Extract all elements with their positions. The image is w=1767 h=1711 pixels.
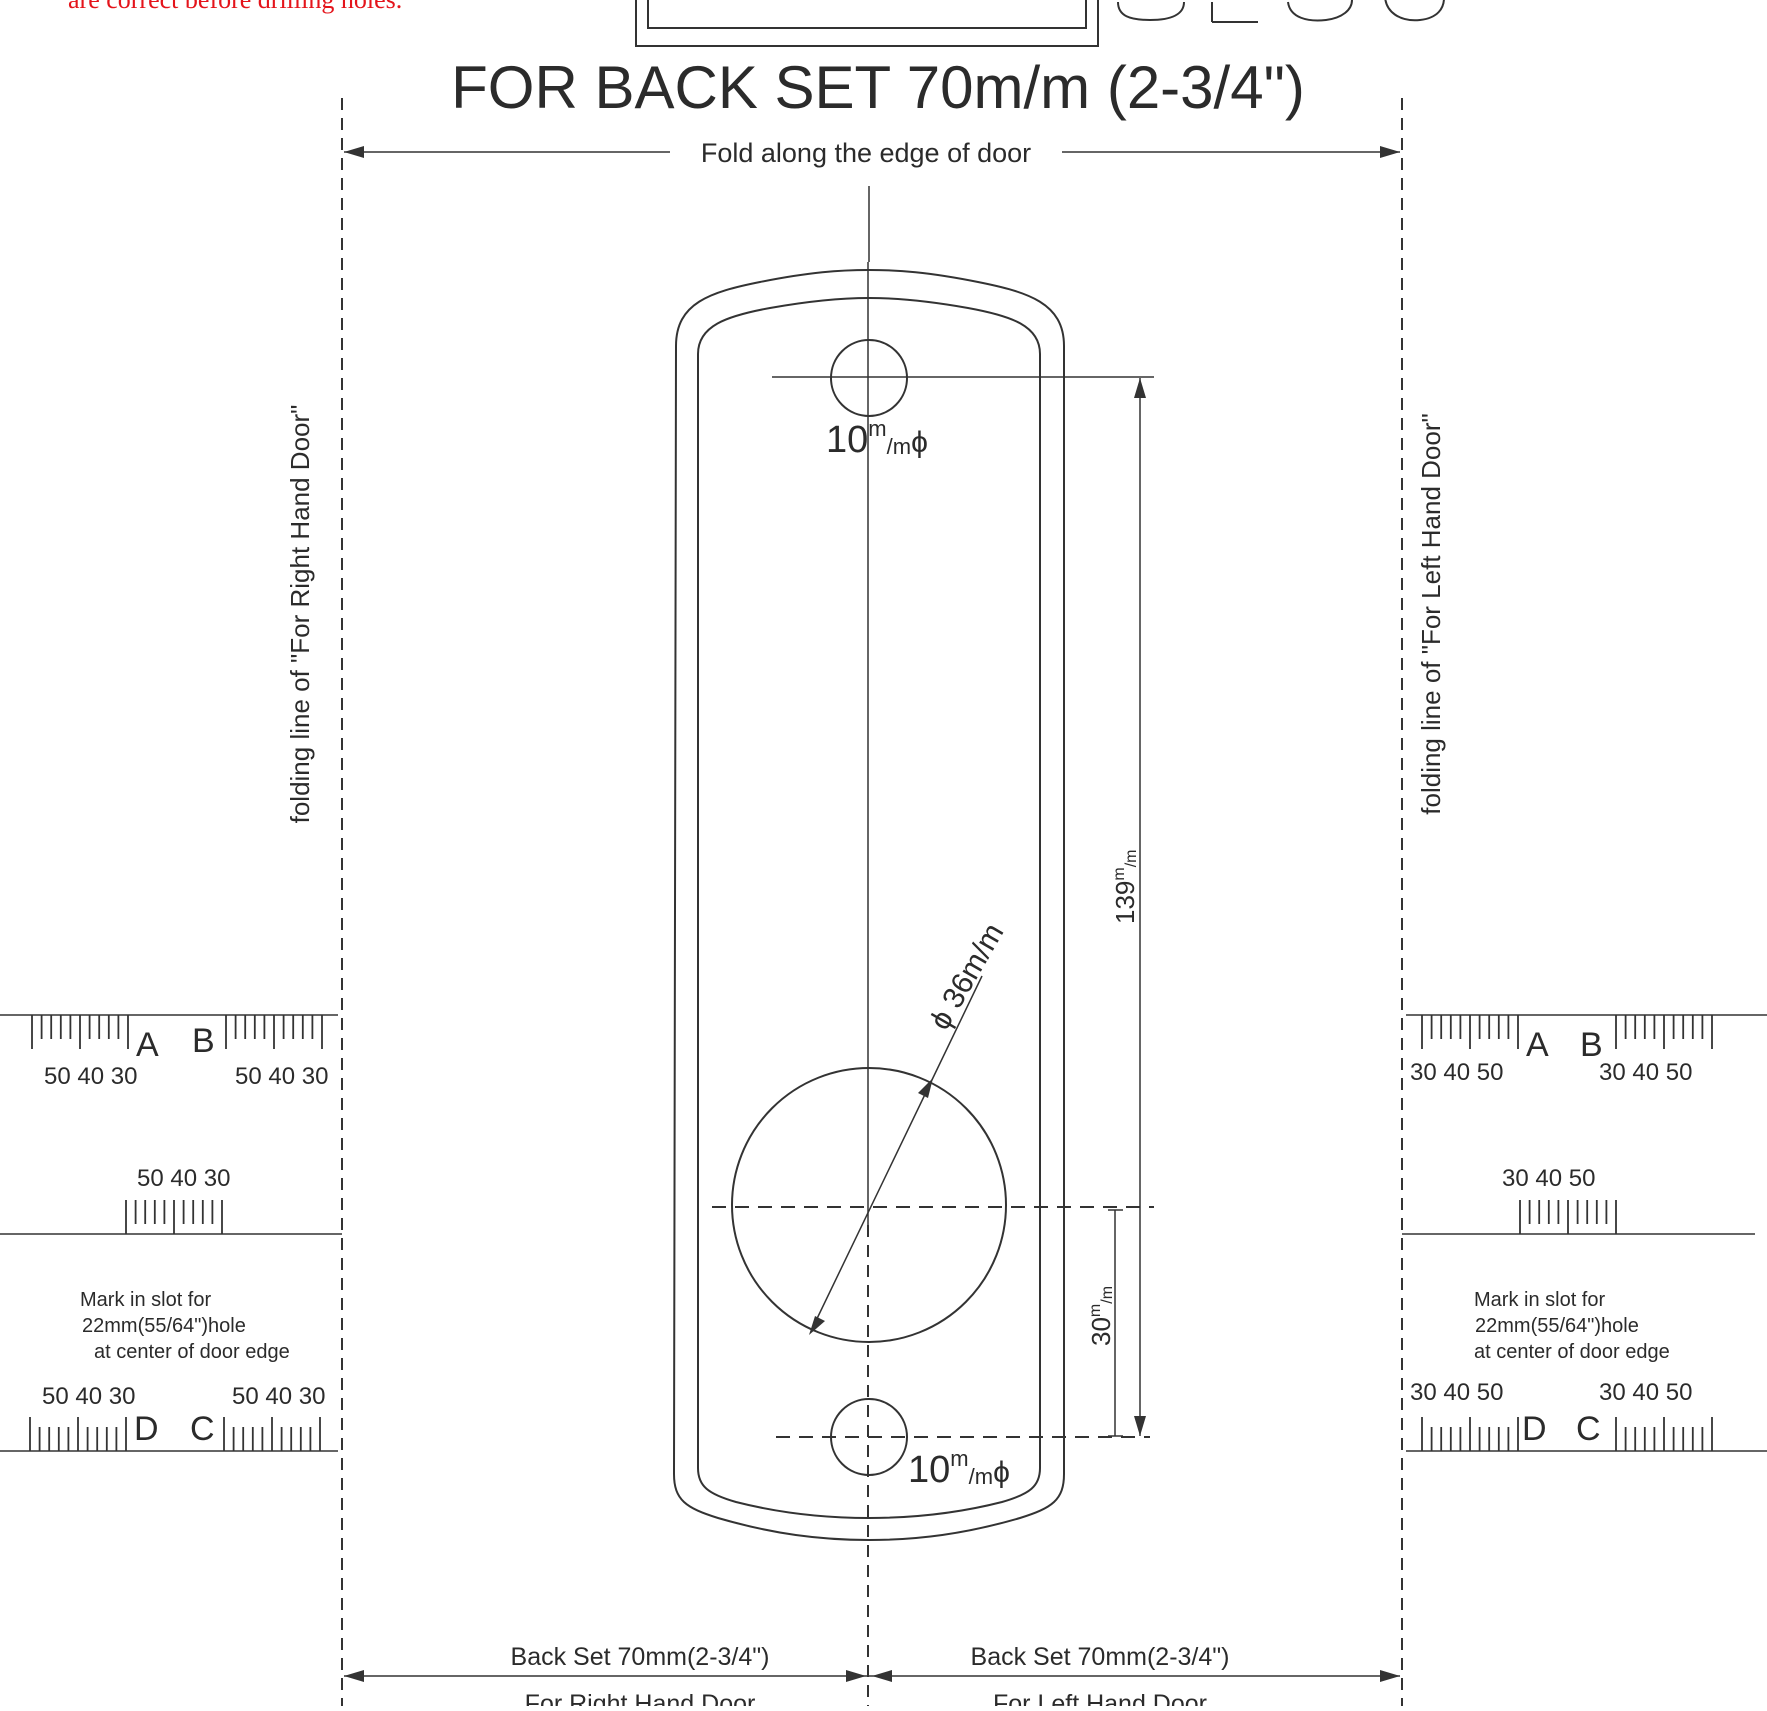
left-mark-line3: at center of door edge [94, 1341, 290, 1363]
top-hole-value: 10 [826, 419, 868, 461]
right-dc-right-nums: 30 40 50 [1599, 1379, 1692, 1406]
header-logo-box [635, 0, 1099, 47]
dimension-30-sup: m [1087, 1304, 1104, 1317]
top-hole-sup: m [868, 416, 886, 441]
left-center-nums: 50 40 30 [137, 1165, 230, 1192]
fold-edge-label: Fold along the edge of door [701, 138, 1031, 168]
left-dc-ticks-d [29, 1417, 127, 1451]
dimension-30-value: 30 [1086, 1317, 1116, 1346]
dimension-139-label: 139m/m [1110, 850, 1140, 925]
backset-dimension-line [344, 1670, 1400, 1682]
left-ab-ticks-a [31, 1015, 129, 1049]
left-scale: A B 50 40 30 50 40 30 50 40 30 Mark in s… [0, 1014, 338, 1452]
left-letter-c: C [190, 1410, 215, 1448]
top-hole-sub: /m [887, 434, 911, 459]
big-hole-diameter-arrow [809, 975, 983, 1335]
left-mark-line2: 22mm(55/64")hole [82, 1315, 246, 1337]
left-mark-line1: Mark in slot for [80, 1289, 211, 1311]
left-dc-right-nums: 50 40 30 [232, 1383, 325, 1410]
door-right-label: For Left Hand Door [993, 1690, 1207, 1706]
right-fold-label: folding line of "For Left Hand Door" [1416, 413, 1446, 814]
plate-outer-outline [672, 268, 1065, 1542]
left-fold-label: folding line of "For Right Hand Door" [285, 405, 315, 824]
right-mark-line1: Mark in slot for [1474, 1289, 1605, 1311]
bottom-hole-value: 10 [908, 1449, 950, 1491]
right-ab-ticks-b [1615, 1015, 1713, 1049]
right-dc-ticks-d [1421, 1417, 1519, 1451]
left-letter-b: B [192, 1022, 215, 1060]
right-mark-line3: at center of door edge [1474, 1341, 1670, 1363]
big-hole-circle [731, 1067, 1007, 1343]
top-hole-symbol: ϕ [911, 426, 928, 459]
left-ab-ticks-b [225, 1015, 323, 1049]
right-center-nums: 30 40 50 [1502, 1165, 1595, 1192]
header-model-fragment [1117, 0, 1445, 23]
right-ab-ticks-a [1421, 1015, 1519, 1049]
left-center-ticks [125, 1200, 223, 1234]
right-dc-ticks-c [1615, 1417, 1713, 1451]
top-hole-circle [830, 339, 908, 417]
left-letter-d: D [134, 1410, 159, 1448]
right-ab-left-nums: 30 40 50 [1410, 1059, 1503, 1086]
right-letter-c: C [1576, 1410, 1601, 1448]
right-letter-a: A [1526, 1026, 1549, 1064]
right-ab-right-nums: 30 40 50 [1599, 1059, 1692, 1086]
warning-text: are correct before drilling holes. [68, 0, 402, 14]
backset-left-label: Back Set 70mm(2-3/4") [511, 1643, 770, 1671]
dimension-30-label: 30m/m [1086, 1286, 1116, 1346]
right-letter-b: B [1580, 1026, 1603, 1064]
dimension-139-line [1134, 378, 1146, 1436]
big-hole-text: 36m/m [932, 918, 1011, 1021]
plate-inner-outline [697, 296, 1041, 1520]
left-letter-a: A [136, 1026, 159, 1064]
right-dc-left-nums: 30 40 50 [1410, 1379, 1503, 1406]
bottom-hole-symbol: ϕ [993, 1456, 1010, 1489]
door-left-label: For Right Hand Door [525, 1690, 756, 1706]
left-ab-right-nums: 50 40 30 [235, 1063, 328, 1090]
dimension-139-sup: m [1111, 867, 1128, 880]
right-letter-d: D [1522, 1410, 1547, 1448]
top-hole-label: 10m/mϕ [826, 416, 928, 461]
bottom-hole-label: 10m/mϕ [908, 1446, 1010, 1491]
backset-right-label: Back Set 70mm(2-3/4") [971, 1643, 1230, 1671]
right-scale: A B 30 40 50 30 40 50 30 40 50 Mark in s… [1406, 1014, 1767, 1452]
left-dc-ticks-c [223, 1417, 321, 1451]
bottom-hole-sup: m [950, 1446, 968, 1471]
title: FOR BACK SET 70m/m (2-3/4") [451, 54, 1305, 121]
dimension-30-line [1108, 1209, 1123, 1437]
left-dc-left-nums: 50 40 30 [42, 1383, 135, 1410]
dimension-139-sub: /m [1123, 850, 1140, 868]
right-center-ticks [1519, 1200, 1617, 1234]
fold-edge-dimension [344, 146, 1400, 158]
dimension-139-value: 139 [1110, 881, 1140, 924]
right-mark-line2: 22mm(55/64")hole [1475, 1315, 1639, 1337]
dimension-30-sub: /m [1099, 1286, 1116, 1304]
left-ab-left-nums: 50 40 30 [44, 1063, 137, 1090]
big-hole-label: ϕ 36m/m [923, 918, 1010, 1036]
bottom-hole-sub: /m [969, 1464, 993, 1489]
